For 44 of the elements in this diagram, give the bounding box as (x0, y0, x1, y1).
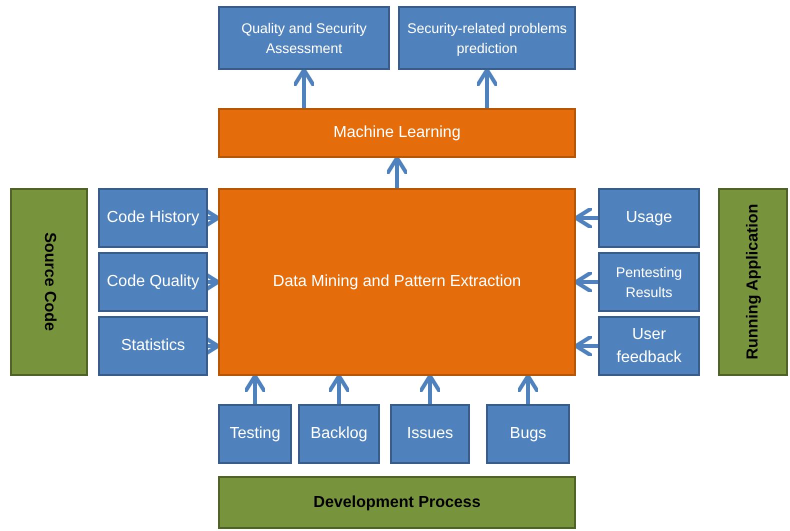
node-label: Security-related problems prediction (406, 18, 568, 58)
node-label: Code Quality (106, 272, 200, 292)
source-box (98, 188, 208, 248)
node-label: Source Code (40, 232, 59, 332)
group-box (10, 188, 88, 376)
source-box (598, 252, 700, 312)
arrow (574, 206, 598, 230)
source-box (390, 404, 470, 464)
arrow (574, 270, 598, 294)
arrow (574, 334, 598, 358)
arrow (243, 374, 267, 404)
source-box (98, 316, 208, 376)
source-box (298, 404, 380, 464)
node-label: Running Application (743, 204, 762, 360)
node-label: Quality and Security Assessment (240, 18, 368, 58)
arrow (418, 374, 442, 404)
node-label: Development Process (313, 492, 481, 513)
node-label: Machine Learning (333, 123, 461, 144)
node-label: Statistics (120, 336, 185, 356)
group-box (218, 476, 576, 529)
node-label: Backlog (310, 424, 368, 444)
source-box (398, 6, 576, 70)
arrow (475, 68, 499, 108)
node-label: Usage (626, 208, 672, 228)
node-label: Data Mining and Pattern Extraction (272, 272, 522, 292)
arrow (385, 156, 409, 188)
node-label: Bugs (510, 424, 546, 444)
source-box (218, 404, 292, 464)
source-box (98, 252, 208, 312)
node-label: Issues (406, 424, 454, 444)
node-label: Code History (106, 208, 200, 228)
node-label: Testing (230, 424, 280, 444)
arrow (516, 374, 540, 404)
source-box (598, 316, 700, 376)
group-box (718, 188, 788, 376)
process-box (218, 188, 576, 376)
arrow (292, 68, 316, 108)
node-label: User feedback (616, 324, 682, 368)
source-box (218, 6, 390, 70)
source-box (486, 404, 570, 464)
node-label: Pentesting Results (614, 262, 684, 302)
arrow (327, 374, 351, 404)
source-box (598, 188, 700, 248)
process-box (218, 108, 576, 158)
